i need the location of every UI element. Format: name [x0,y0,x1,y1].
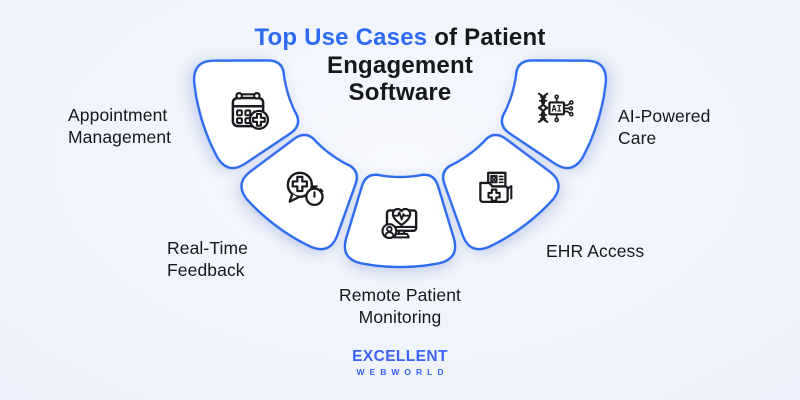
brand-logo-secondary: WEBWORLD [356,367,449,377]
chat-feedback-stopwatch-icon [279,165,329,215]
page-title: Top Use Cases of Patient Engagement Soft… [0,24,800,107]
monitor-heartbeat-patient-icon [375,199,425,249]
label-real-time-feedback: Real-Time Feedback [167,238,248,280]
title-line1-rest: of Patient [427,24,546,51]
label-appointment-management: Appointment Management [68,105,172,147]
title-highlight: Top Use Cases [254,24,428,51]
label-ehr-access: EHR Access [546,241,645,261]
calendar-plus-icon [223,87,273,137]
brand-logo-primary: EXCELLENT [352,348,448,365]
label-ai-powered-care: AI-Powered Care [618,106,711,148]
label-remote-patient-monitoring: Remote Patient Monitoring [338,285,462,327]
title-line-2: Engagement [326,51,474,79]
medical-records-folder-icon [471,165,521,215]
ai-chip-text: AI [552,105,562,115]
title-line-3: Software [348,79,452,106]
dna-ai-chip-icon: AI [527,87,577,137]
title-line-1: Top Use Cases of Patient [0,24,800,52]
brand-logo: EXCELLENT WEBWORLD [0,348,800,377]
